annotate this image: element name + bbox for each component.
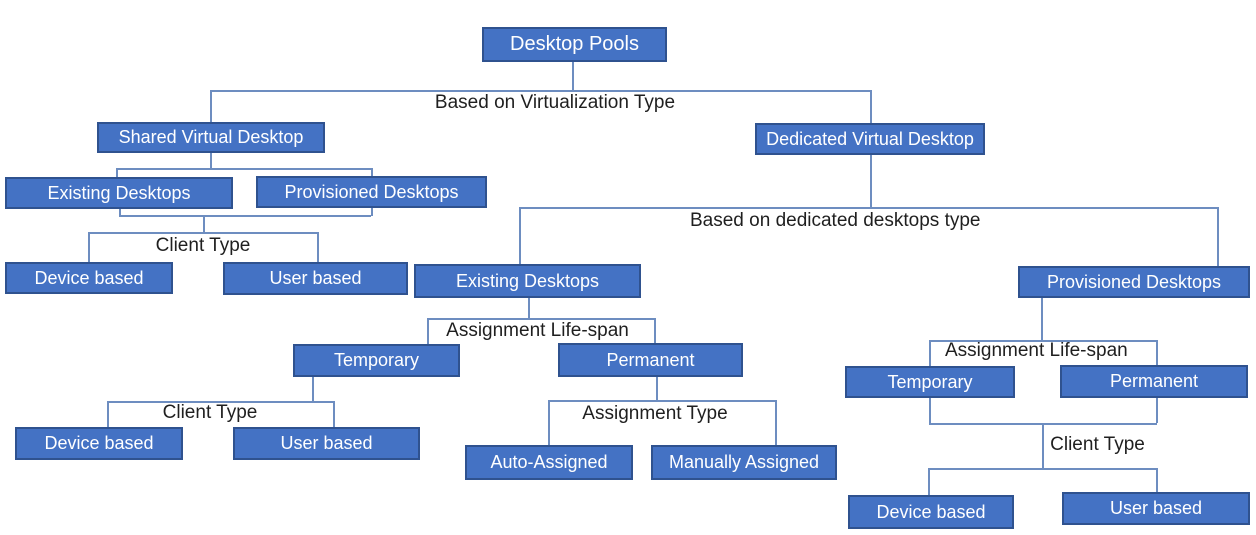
connector [119, 209, 121, 216]
node-device-based-provisioned: Device based [848, 495, 1014, 529]
connector [371, 168, 373, 177]
node-provisioned-desktops-shared: Provisioned Desktops [256, 176, 487, 208]
node-temporary-existing: Temporary [293, 344, 460, 377]
connector [88, 232, 317, 234]
connector [870, 90, 872, 123]
connector [519, 207, 521, 264]
node-permanent-existing: Permanent [558, 343, 743, 377]
connector [116, 168, 118, 178]
node-manually-assigned: Manually Assigned [651, 445, 837, 480]
connector [1156, 468, 1158, 492]
connector [317, 232, 319, 262]
node-provisioned-desktops-dedicated: Provisioned Desktops [1018, 266, 1250, 298]
node-device-based-temporary: Device based [15, 427, 183, 460]
node-existing-desktops-shared: Existing Desktops [5, 177, 233, 209]
connector [312, 377, 314, 401]
edge-label-client-type-shared: Client Type [155, 235, 251, 256]
connector [519, 207, 1217, 209]
edge-label-assignment-type: Assignment Type [582, 403, 728, 424]
node-user-based-temporary: User based [233, 427, 420, 460]
connector [929, 340, 1156, 342]
edge-label-assignment-life-span-existing: Assignment Life-span [446, 320, 629, 341]
connector [1156, 340, 1158, 365]
edge-label-client-type-temporary: Client Type [162, 402, 258, 423]
connector [928, 468, 930, 495]
connector [210, 153, 212, 168]
connector [333, 401, 335, 427]
connector [116, 168, 371, 170]
node-shared-virtual-desktop: Shared Virtual Desktop [97, 122, 325, 153]
connector [107, 401, 333, 403]
node-user-based-provisioned: User based [1062, 492, 1250, 525]
connector [427, 318, 654, 320]
connector [654, 318, 656, 344]
node-temporary-provisioned: Temporary [845, 366, 1015, 398]
edge-label-dedicated-desktops-type: Based on dedicated desktops type [690, 210, 981, 231]
connector [107, 401, 109, 427]
node-permanent-provisioned: Permanent [1060, 365, 1248, 398]
connector [1217, 207, 1219, 266]
node-device-based-shared: Device based [5, 262, 173, 294]
edge-label-assignment-life-span-provisioned: Assignment Life-span [945, 340, 1128, 361]
connector [870, 155, 872, 207]
node-user-based-shared: User based [223, 262, 408, 295]
connector [1042, 423, 1044, 468]
connector [928, 468, 1156, 470]
connector [210, 90, 212, 122]
node-auto-assigned: Auto-Assigned [465, 445, 633, 480]
connector [427, 318, 429, 344]
connector [775, 400, 777, 445]
connector [88, 232, 90, 262]
connector [929, 340, 931, 366]
node-existing-desktops-dedicated: Existing Desktops [414, 264, 641, 298]
connector [1156, 398, 1158, 423]
node-dedicated-virtual-desktop: Dedicated Virtual Desktop [755, 123, 985, 155]
connector [656, 377, 658, 400]
node-desktop-pools: Desktop Pools [482, 27, 667, 62]
connector [548, 400, 775, 402]
connector [548, 400, 550, 445]
edge-label-client-type-provisioned: Client Type [1050, 434, 1145, 455]
connector [203, 215, 205, 233]
connector [929, 398, 931, 423]
connector [572, 62, 574, 90]
connector [1041, 298, 1043, 340]
connector [371, 208, 373, 216]
connector [119, 215, 371, 217]
connector [210, 90, 870, 92]
edge-label-virtualization-type: Based on Virtualization Type [434, 92, 676, 113]
connector [528, 298, 530, 318]
